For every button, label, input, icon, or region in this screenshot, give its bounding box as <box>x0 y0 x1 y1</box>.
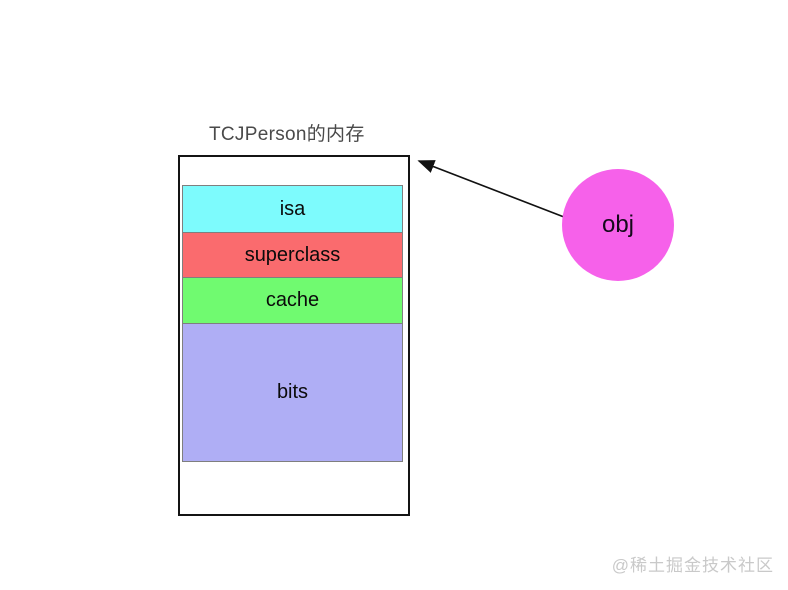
memory-segment-bits: bits <box>182 323 403 462</box>
memory-segments: isa superclass cache bits <box>182 185 403 462</box>
diagram-title: TCJPerson的内存 <box>209 124 365 145</box>
obj-node-label: obj <box>601 211 635 238</box>
watermark: @稀土掘金技术社区 <box>611 556 774 575</box>
segment-label-bits: bits <box>276 381 309 403</box>
memory-segment-cache: cache <box>182 277 403 324</box>
segment-label-cache: cache <box>265 289 320 311</box>
segment-label-superclass: superclass <box>244 243 341 266</box>
obj-node: obj <box>562 169 674 281</box>
arrow-line <box>417 160 565 218</box>
segment-label-isa: isa <box>279 197 306 220</box>
memory-segment-superclass: superclass <box>182 232 403 278</box>
memory-segment-isa: isa <box>182 185 403 233</box>
